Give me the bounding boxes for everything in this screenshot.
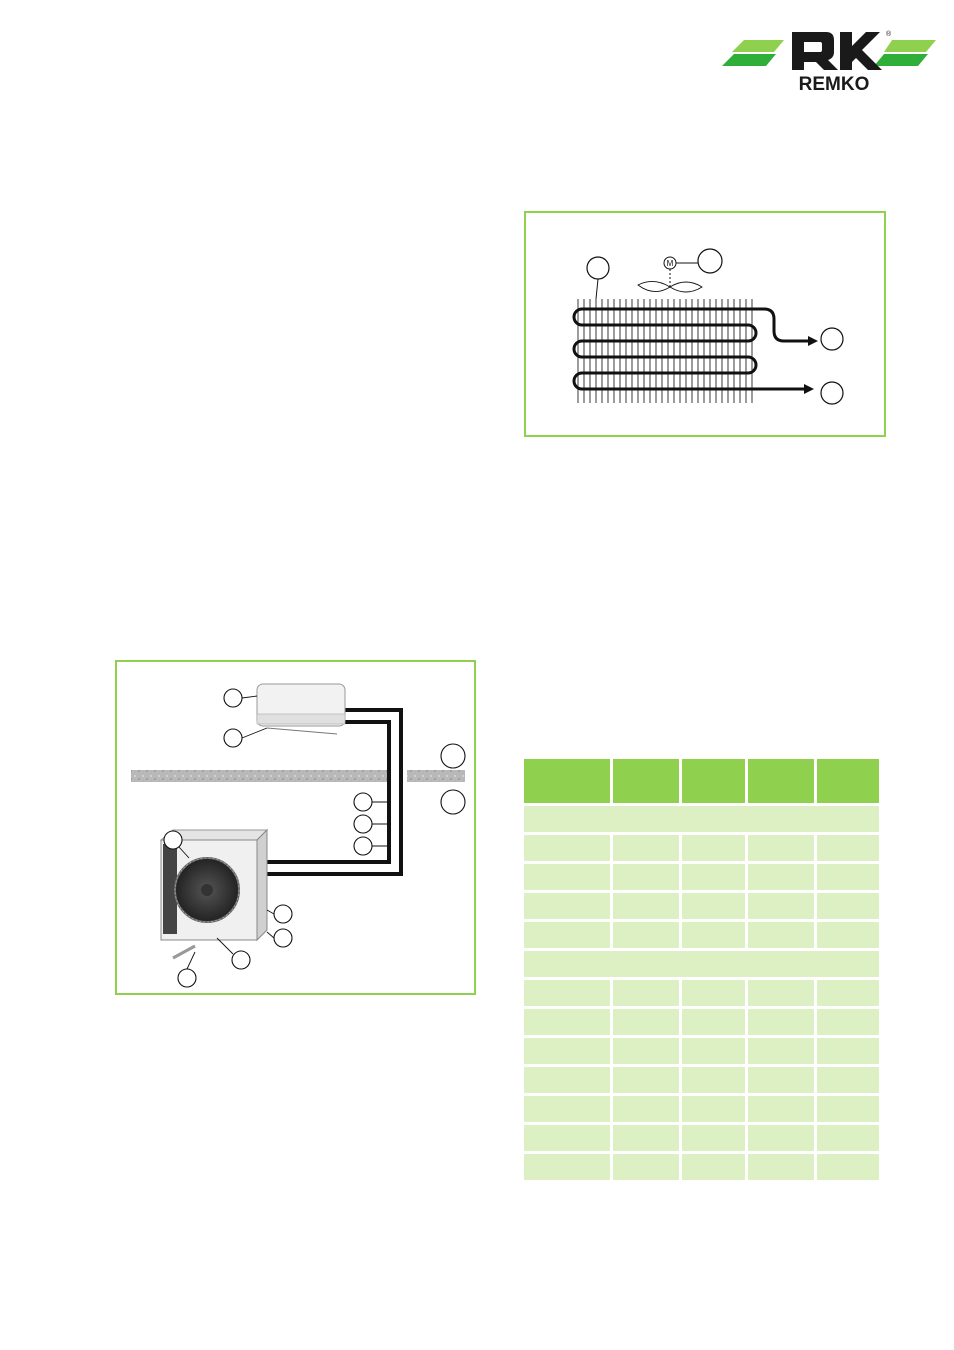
split-ac-figure bbox=[115, 660, 476, 995]
return-arrow bbox=[804, 384, 814, 394]
coil-figure: M bbox=[524, 211, 886, 437]
header-cell bbox=[748, 759, 815, 803]
table-row bbox=[524, 893, 879, 919]
callout-circle bbox=[820, 381, 844, 405]
callout-circle bbox=[586, 256, 610, 280]
logo-wordmark: REMKO bbox=[799, 74, 870, 95]
header-cell bbox=[681, 759, 746, 803]
callout-circle bbox=[820, 327, 844, 351]
outlet-arrow bbox=[808, 336, 818, 346]
table-row bbox=[524, 835, 879, 861]
table-row bbox=[524, 980, 879, 1006]
table-row bbox=[524, 1154, 879, 1180]
table-row bbox=[524, 1067, 879, 1093]
wall-right bbox=[407, 770, 465, 782]
coil-fins bbox=[577, 299, 753, 403]
coil-tube bbox=[572, 307, 806, 391]
table-group-row bbox=[524, 806, 879, 832]
table-row bbox=[524, 1096, 879, 1122]
header-cell bbox=[817, 759, 879, 803]
fan-icon bbox=[637, 281, 703, 293]
table-group-row bbox=[524, 951, 879, 977]
outdoor-unit bbox=[159, 828, 269, 942]
header-cell bbox=[612, 759, 679, 803]
svg-text:M: M bbox=[667, 259, 674, 268]
svg-text:®: ® bbox=[886, 30, 892, 38]
table-row bbox=[524, 1038, 879, 1064]
table-header-row bbox=[524, 759, 879, 803]
callout-circle bbox=[697, 248, 723, 274]
spec-table bbox=[521, 756, 882, 1183]
table-row bbox=[524, 922, 879, 948]
table-row bbox=[524, 1125, 879, 1151]
indoor-unit bbox=[256, 683, 346, 735]
remko-logo: REMKO ® bbox=[722, 28, 938, 96]
wall-left bbox=[131, 770, 391, 782]
header-cell bbox=[524, 759, 610, 803]
table-row bbox=[524, 864, 879, 890]
table-row bbox=[524, 1009, 879, 1035]
